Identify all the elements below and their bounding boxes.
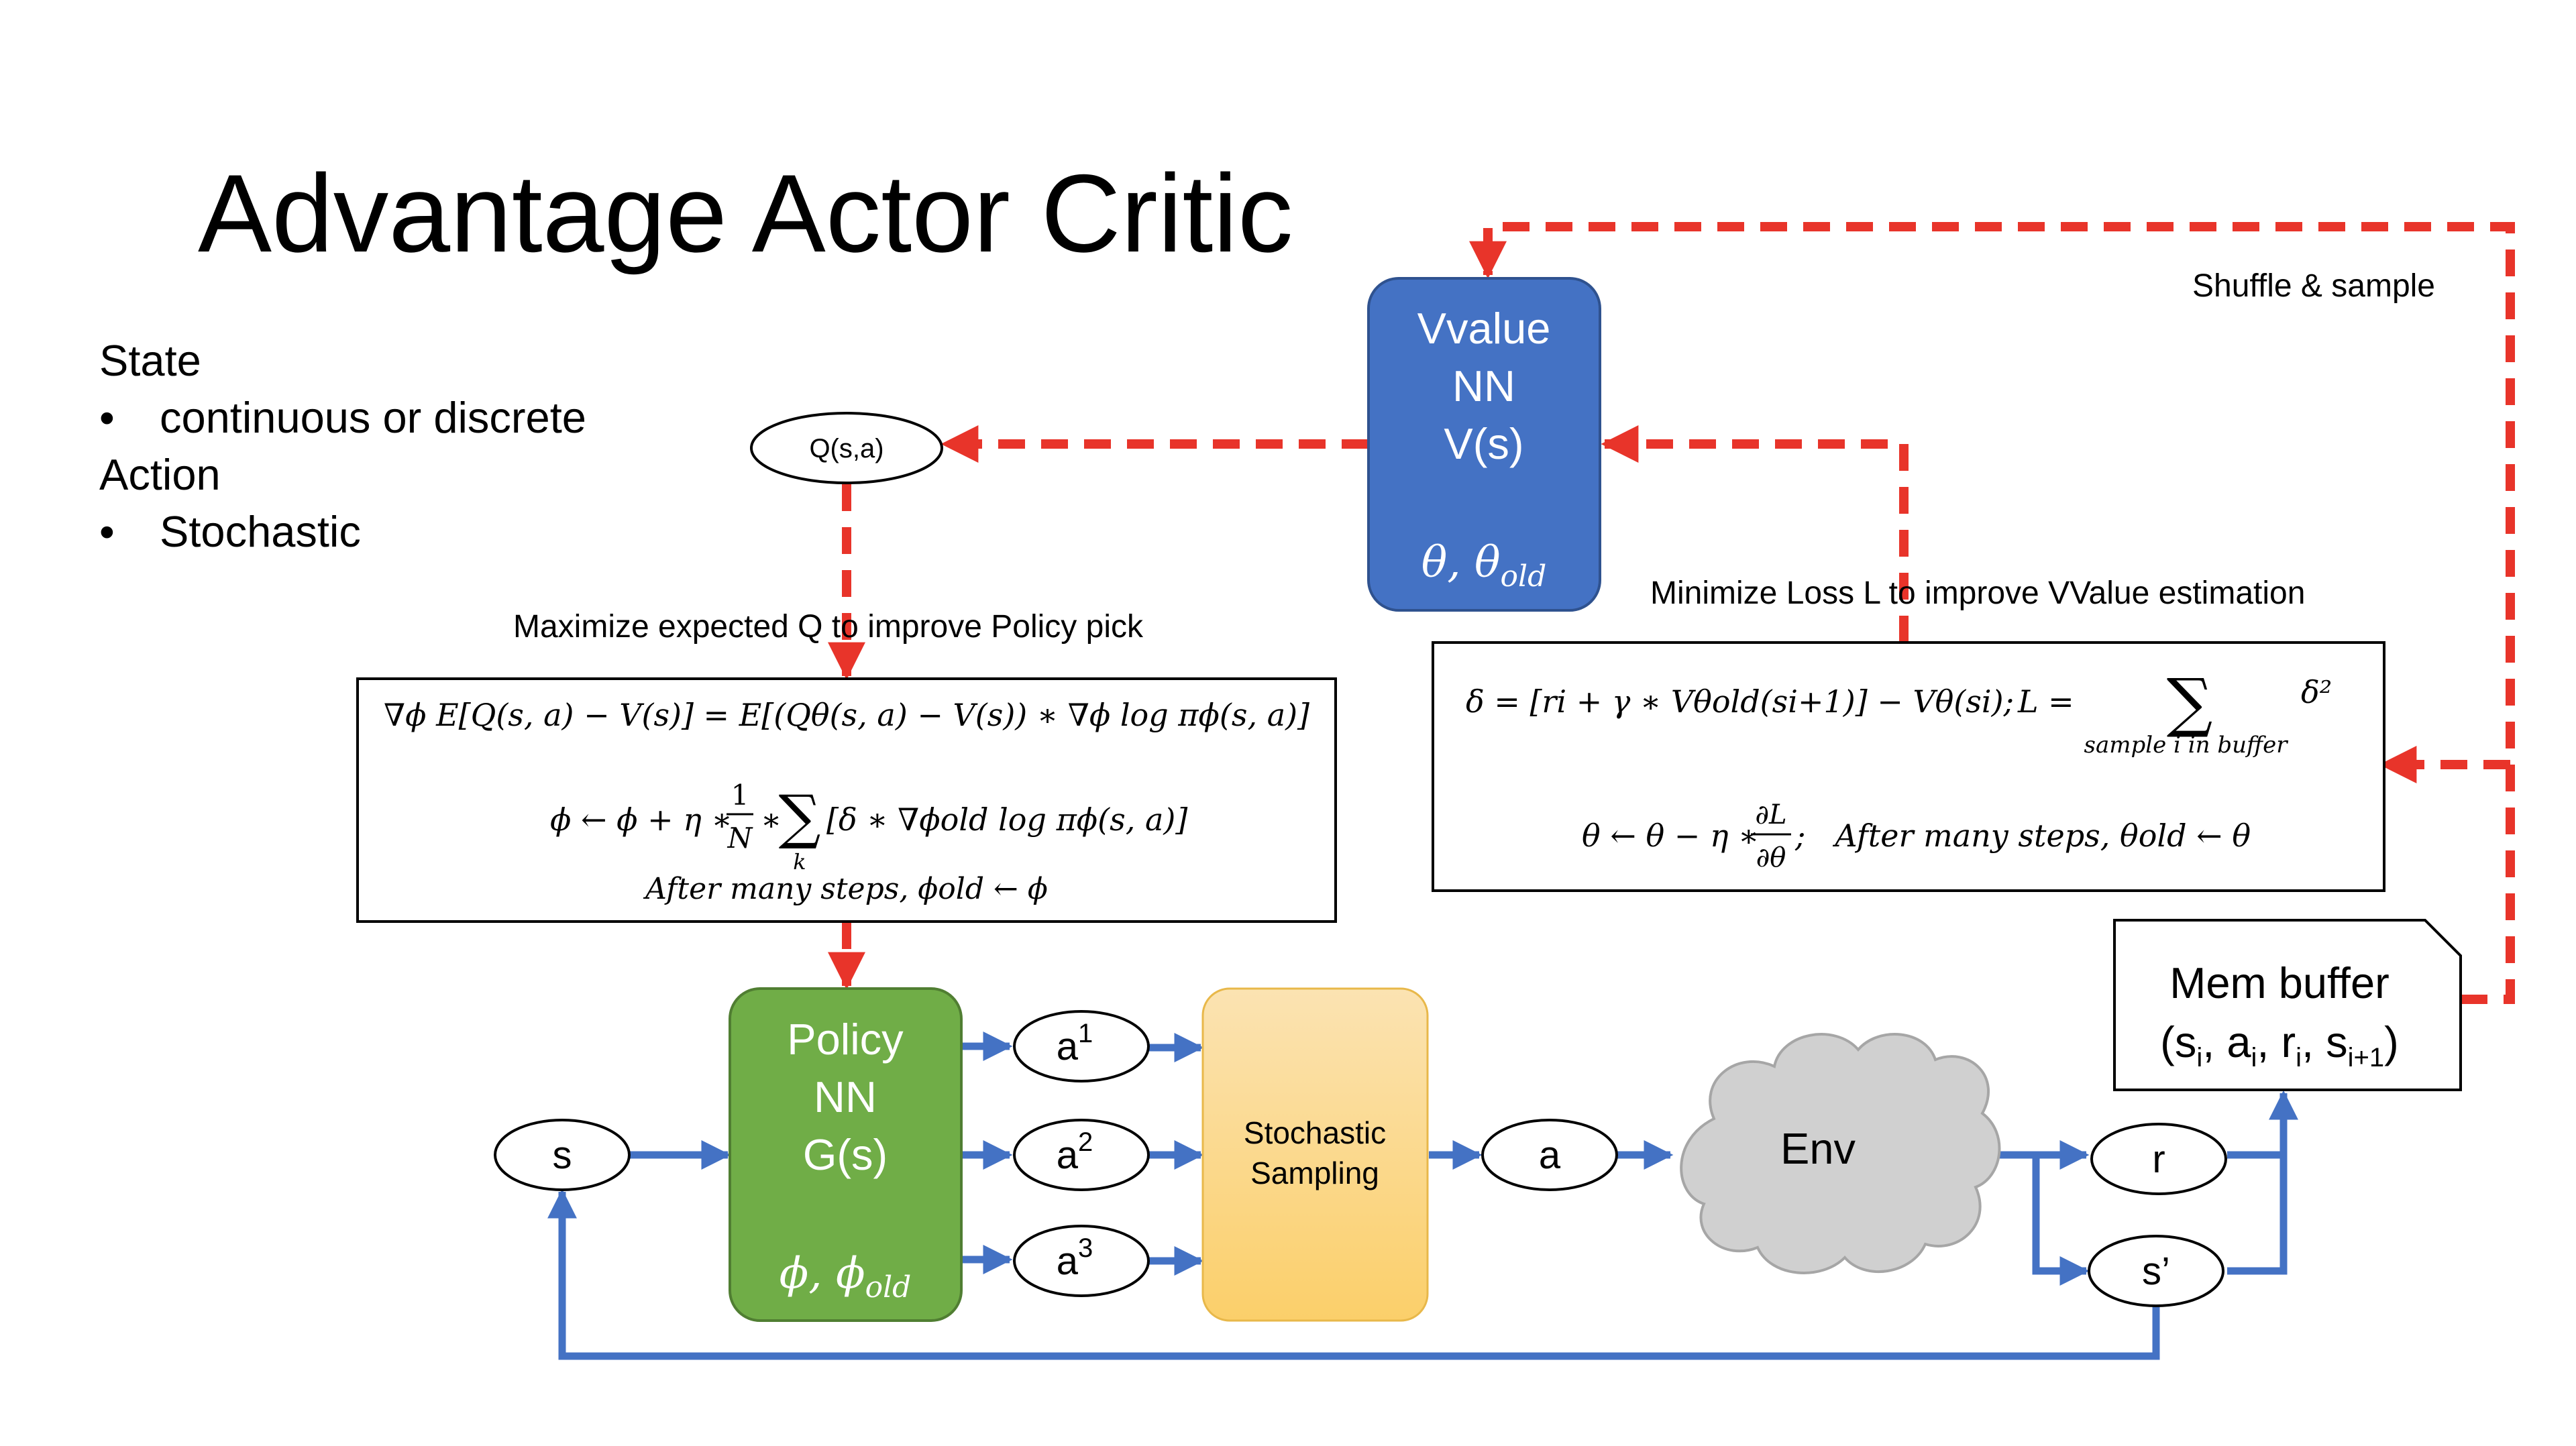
policy-label: Policy [787, 1015, 904, 1064]
s-node: s [494, 1119, 631, 1191]
a-label: a [1539, 1133, 1561, 1177]
mem-buffer-title: Mem buffer [2169, 958, 2390, 1007]
minimize-label: Minimize Loss L to improve VValue estima… [1650, 575, 2305, 611]
a2-node: a2 [1013, 1119, 1150, 1191]
q-ellipse [750, 412, 943, 484]
r-to-mem-arrow [2227, 1090, 2298, 1159]
policy-eq-star: ∗ [761, 801, 782, 838]
mem-buffer-shape [2113, 919, 2462, 1091]
bullet-heading-action: Action [99, 450, 221, 499]
env-to-sprime-arrow [2032, 1155, 2090, 1286]
a-node: a [1481, 1119, 1618, 1191]
sprime-to-mem-arrow [2227, 1155, 2288, 1275]
value-box-to-vvalue-arrow [1601, 425, 1909, 643]
env-label: Env [1780, 1124, 1856, 1173]
vvalue-nn-block: Vvalue NN V(s) θ, θold [1367, 277, 1601, 612]
policy-gs-label: G(s) [803, 1130, 888, 1179]
blue-arrows [547, 1032, 2298, 1360]
q-label: Q(s,a) [809, 434, 883, 463]
mem-buffer-block: Mem buffer (si, ai, ri, si+1) [2113, 919, 2462, 1091]
value-eq-delta-sq: δ² [2301, 674, 2332, 710]
value-eq-theta-update-right: ; After many steps, θold ← θ [1794, 818, 2251, 854]
red-dashed-arrows [828, 222, 2515, 1004]
sampling-block: Stochastic Sampling [1201, 987, 1429, 1322]
a2-label: a2 [1057, 1127, 1093, 1177]
bullet-item-stochastic: Stochastic [160, 507, 361, 556]
sampling-line2: Sampling [1250, 1156, 1379, 1190]
a3-node: a3 [1013, 1225, 1150, 1297]
a3-label: a3 [1057, 1233, 1093, 1283]
r-ellipse [2090, 1123, 2227, 1195]
q-node: Q(s,a) [750, 412, 943, 484]
value-eq-sum: ∑ [2167, 665, 2213, 740]
a-ellipse [1481, 1119, 1618, 1191]
policy-eq-frac-num: 1 [731, 779, 749, 812]
shuffle-sample-label: Shuffle & sample [2192, 268, 2435, 304]
bullet-heading-state: State [99, 336, 201, 385]
bullet-dot: • [99, 507, 115, 556]
a1-node: a1 [1013, 1010, 1150, 1082]
bullet-list: State • continuous or discrete Action • … [99, 336, 586, 556]
value-eq-frac-num: ∂L [1755, 799, 1786, 830]
sprime-label: s’ [2142, 1249, 2170, 1293]
sprime-to-s-loop-arrow [547, 1188, 2160, 1360]
sprime-ellipse [2088, 1235, 2224, 1307]
policy-equations-box: ∇ϕ E[Q(s, a) − V(s)] = E[(Qθ(s, a) − V(s… [356, 677, 1337, 923]
sampling-line1: Stochastic [1244, 1115, 1386, 1150]
value-eq-frac-den: ∂θ [1756, 842, 1786, 873]
vvalue-nn-box [1367, 277, 1601, 612]
a3-ellipse [1013, 1225, 1150, 1297]
vvalue-nn-label: NN [1452, 362, 1515, 410]
vvalue-params: θ, θold [1421, 538, 1546, 594]
vvalue-vs-label: V(s) [1444, 419, 1523, 468]
slide-title: Advantage Actor Critic [198, 152, 1293, 275]
vvalue-label: Vvalue [1417, 304, 1551, 353]
value-eq-sum-sub: sample i in buffer [2084, 732, 2289, 759]
r-label: r [2152, 1137, 2165, 1181]
env-block: Env [1680, 1033, 2001, 1274]
value-equations-frame [1432, 641, 2385, 892]
policy-nn-block: Policy NN G(s) ϕ, ϕold [729, 987, 963, 1322]
policy-eq-update-right: [δ ∗ ∇ϕold log πϕ(s, a)] [826, 801, 1187, 838]
value-eq-L: L = [2017, 683, 2074, 720]
policy-eq-after: After many steps, ϕold ← ϕ [643, 872, 1048, 906]
policy-eq-gradient: ∇ϕ E[Q(s, a) − V(s)] = E[(Qθ(s, a) − V(s… [384, 697, 1309, 733]
value-eq-delta: δ = [ri + γ ∗ Vθold(si+1)] − Vθ(si); [1466, 683, 2014, 720]
bullet-item-continuous: continuous or discrete [160, 393, 586, 442]
s-label: s [553, 1133, 572, 1177]
maximize-label: Maximize expected Q to improve Policy pi… [513, 609, 1144, 645]
policy-nn-label: NN [814, 1072, 877, 1121]
sampling-box [1201, 987, 1429, 1322]
policy-eq-sum: ∑ [779, 782, 821, 851]
policy-eq-sum-sub: k [793, 849, 806, 875]
policy-nn-box [729, 987, 963, 1322]
sprime-node: s’ [2088, 1235, 2224, 1307]
policy-eq-update-left: ϕ ← ϕ + η ∗ [550, 801, 733, 838]
a1-label: a1 [1057, 1019, 1093, 1068]
value-equations-box: δ = [ri + γ ∗ Vθold(si+1)] − Vθ(si); L =… [1432, 641, 2385, 892]
policy-params: ϕ, ϕold [780, 1249, 912, 1304]
bullet-dot: • [99, 393, 115, 442]
mem-buffer-tuple: (si, ai, ri, si+1) [2160, 1017, 2399, 1072]
a2-ellipse [1013, 1119, 1150, 1191]
mem-to-vvalue-arrow [1469, 222, 2515, 1004]
s-ellipse [494, 1119, 631, 1191]
value-eq-theta-update-left: θ ← θ − η ∗ [1582, 818, 1759, 854]
env-cloud [1680, 1033, 2001, 1274]
policy-eq-frac-den: N [727, 822, 753, 854]
a1-ellipse [1013, 1010, 1150, 1082]
r-node: r [2090, 1123, 2227, 1195]
policy-equations-frame [356, 677, 1337, 923]
